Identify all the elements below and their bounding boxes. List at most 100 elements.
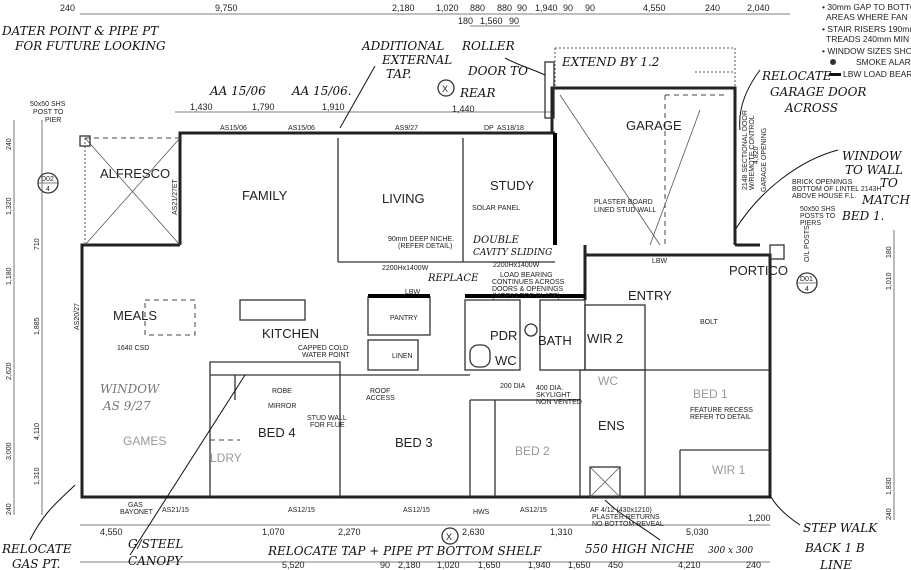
hw-step-walk: LINE bbox=[819, 558, 852, 570]
hw-aa-1: AA 15/06 bbox=[209, 84, 266, 98]
dim-bottom: 2,270 bbox=[338, 527, 361, 537]
room-ldry: LDRY bbox=[210, 451, 242, 465]
side-dimensions: 240 1,320 1,180 710 1,885 2,620 1,310 3,… bbox=[6, 120, 895, 520]
dim-top-880a: 880 bbox=[470, 3, 485, 13]
note-post-pier: POST TO bbox=[33, 109, 64, 116]
dim-90d: 90 bbox=[509, 16, 519, 26]
dim-bottom: 1,020 bbox=[437, 560, 460, 570]
room-kitchen: KITCHEN bbox=[262, 326, 319, 341]
dim-side-2620: 2,620 bbox=[6, 362, 13, 380]
note-plasterboard: LINED STUD WALL bbox=[594, 207, 656, 214]
room-bed2: BED 2 bbox=[515, 444, 550, 458]
dim-top-240: 240 bbox=[60, 3, 75, 13]
hw-step-walk: BACK 1 B bbox=[804, 541, 865, 555]
dim-1430: 1,430 bbox=[190, 102, 213, 112]
dim-side-240: 240 bbox=[6, 138, 13, 150]
room-bath: BATH bbox=[538, 333, 572, 348]
handwritten-annotations: DATER POINT & PIPE PT FOR FUTURE LOOKING… bbox=[1, 24, 910, 570]
room-entry: ENTRY bbox=[628, 288, 672, 303]
note-posts-piers: 50x50 SHS bbox=[800, 206, 836, 213]
d01-sheet: 4 bbox=[805, 286, 809, 293]
window-code: AS9/27 bbox=[395, 125, 418, 132]
hw-relocate-tap: RELOCATE TAP + PIPE PT BOTTOM SHELF bbox=[267, 544, 542, 558]
note-post-pier: 50x50 SHS bbox=[30, 101, 66, 108]
dim-bottom: 5,030 bbox=[686, 527, 709, 537]
note-smoke-alarm: SMOKE ALARM bbox=[856, 57, 911, 67]
smoke-alarm-icon bbox=[830, 59, 836, 65]
note-gas-bayonet: GAS bbox=[128, 502, 143, 509]
note-load-bearing: LOAD BEARING bbox=[500, 272, 553, 279]
dim-1560: 1,560 bbox=[480, 16, 503, 26]
section-label: X bbox=[446, 532, 452, 542]
note-window-sizes: • WINDOW SIZES SHOWN bbox=[822, 46, 911, 56]
hw-window-games: AS 9/27 bbox=[102, 399, 151, 413]
dim-top-2180: 2,180 bbox=[392, 3, 415, 13]
note-garage-opening: GARAGE OPENING bbox=[761, 128, 768, 192]
note-brick-openings: BOTTOM OF LINTEL 2143H bbox=[792, 186, 881, 193]
window-code: AS12/15 bbox=[403, 507, 430, 514]
toilet-pdr bbox=[469, 344, 491, 368]
note-fan: AREAS WHERE FAN INS bbox=[826, 12, 911, 22]
section-label: X bbox=[442, 84, 448, 94]
legend-notes: • 30mm GAP TO BOTTOM AREAS WHERE FAN INS… bbox=[822, 2, 911, 79]
lbw-symbol-icon bbox=[829, 73, 841, 76]
room-ens: ENS bbox=[598, 418, 625, 433]
dim-1790: 1,790 bbox=[252, 102, 275, 112]
note-ol-posts: O/L POSTS bbox=[804, 225, 811, 262]
dim-side-4110: 4,110 bbox=[34, 423, 41, 440]
note-window-living: 2200Hx1400W bbox=[382, 265, 429, 272]
technical-notes: 50x50 SHS POST TO PIER SOLAR PANEL 90mm … bbox=[30, 101, 881, 528]
d02-marker: D02 4 bbox=[37, 172, 59, 194]
dim-top-90a: 90 bbox=[517, 3, 527, 13]
hw-relocate-garage: GARAGE DOOR bbox=[770, 85, 866, 99]
dim-1910: 1,910 bbox=[322, 102, 345, 112]
room-garage: GARAGE bbox=[626, 118, 682, 133]
dim-bottom: 1,650 bbox=[478, 560, 501, 570]
dim-top-2040: 2,040 bbox=[747, 3, 770, 13]
dim-bottom: 1,070 bbox=[262, 527, 285, 537]
hw-double-cavity: DOUBLE bbox=[472, 235, 520, 246]
note-posts-piers: PIERS bbox=[800, 220, 821, 227]
hw-window-match: WINDOW bbox=[842, 149, 903, 163]
dim-180: 180 bbox=[458, 16, 473, 26]
dim-bottom: 450 bbox=[608, 560, 623, 570]
window-code: AS18/18 bbox=[497, 125, 524, 132]
dim-top-240b: 240 bbox=[705, 3, 720, 13]
dim-bottom: 1,310 bbox=[550, 527, 573, 537]
room-wc-ensuite: WC bbox=[598, 374, 618, 388]
note-feature-recess: REFER TO DETAIL bbox=[690, 414, 751, 421]
room-pantry: PANTRY bbox=[390, 315, 418, 322]
window-codes: AS15/06 AS15/06 AS9/27 AS18/18 AS21/27ET… bbox=[74, 125, 652, 514]
hw-replace: REPLACE bbox=[427, 273, 479, 284]
hw-additional-tap: EXTERNAL bbox=[381, 53, 452, 67]
hw-niche-size: 300 x 300 bbox=[708, 546, 753, 556]
note-garage-opening: 4,820 bbox=[753, 146, 760, 164]
hw-additional-tap: TAP. bbox=[386, 67, 411, 81]
room-study: STUDY bbox=[490, 178, 534, 193]
room-bed1: BED 1 bbox=[693, 387, 728, 401]
hw-window-match: TO WALL bbox=[845, 163, 903, 177]
note-window-study: 2200Hx1400W bbox=[493, 262, 540, 269]
note-sectional-door: 2148 SECTIONAL DOOR bbox=[742, 110, 749, 190]
note-niche: 90mm DEEP NICHE. bbox=[388, 236, 454, 243]
dim-bottom: 2,180 bbox=[398, 560, 421, 570]
kitchen-island bbox=[239, 299, 306, 321]
note-plasterboard: PLASTER BOARD bbox=[594, 199, 653, 206]
dim-side-1830: 1,830 bbox=[886, 477, 893, 495]
room-family: FAMILY bbox=[242, 188, 288, 203]
dim-bottom: 1,650 bbox=[568, 560, 591, 570]
dim-bottom: 4,550 bbox=[100, 527, 123, 537]
section-marker-bottom: X bbox=[441, 527, 459, 545]
note-plaster-returns: NO BOTTOM REVEAL bbox=[592, 521, 664, 528]
hw-window-match: TO bbox=[880, 176, 898, 190]
window-code: AS12/15 bbox=[520, 507, 547, 514]
hw-relocate-garage: ACROSS bbox=[784, 101, 838, 115]
hw-niche: 550 HIGH NICHE bbox=[585, 542, 695, 556]
dim-1440: 1,440 bbox=[452, 104, 475, 114]
note-capped-water: WATER POINT bbox=[302, 352, 351, 359]
hw-additional-tap: ADDITIONAL bbox=[361, 39, 444, 53]
hw-canopy: CANOPY bbox=[128, 554, 183, 568]
dim-side-1310: 1,310 bbox=[34, 467, 41, 485]
note-gas-bayonet: BAYONET bbox=[120, 509, 154, 516]
